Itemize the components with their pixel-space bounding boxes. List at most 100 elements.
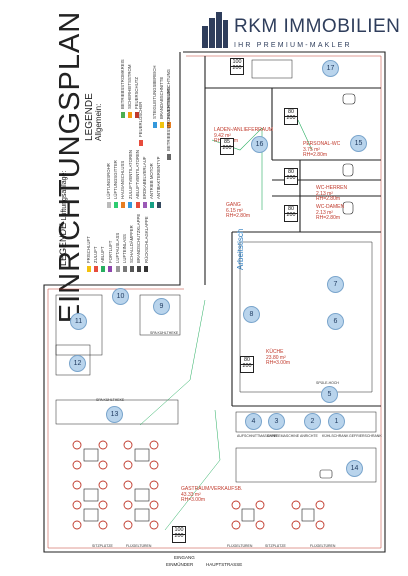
entrance-label: EINGANG bbox=[174, 555, 195, 560]
counter-row bbox=[235, 447, 377, 483]
chair bbox=[98, 520, 108, 530]
room-height: RH=3.00m bbox=[266, 360, 291, 367]
tag-counter-2: KAFFEEMASCHINE bbox=[267, 434, 300, 438]
door-height: 200 bbox=[232, 65, 242, 72]
door-width: 80 bbox=[244, 357, 250, 363]
item-badge-14: 14 bbox=[346, 460, 363, 477]
room-name: GANG bbox=[226, 202, 241, 208]
room-name: WC-HERREN bbox=[316, 185, 348, 191]
entrance-label-2: EINMÜNDER bbox=[166, 562, 194, 567]
item-badge-6: 6 bbox=[327, 313, 344, 330]
tag-bottom-5: FLÜGELTÜREN bbox=[310, 544, 336, 548]
room-wc-herren: WC-HERREN 2.13 m² RH=2.80m bbox=[316, 185, 348, 203]
room-area: 6.15 m² bbox=[226, 207, 243, 214]
brand-name: RKM IMMOBILIEN bbox=[234, 16, 401, 37]
room-kueche: KÜCHE 23.80 m² RH=3.00m bbox=[266, 349, 291, 367]
chair bbox=[231, 500, 241, 510]
chair bbox=[123, 500, 133, 510]
chair bbox=[149, 480, 159, 490]
room-height: RH=2.80m bbox=[316, 215, 341, 222]
street-label: HAUPTSTRASSE bbox=[206, 562, 243, 567]
room-wc-damen: WC-DAMEN 2.13 m² RH=2.80m bbox=[316, 204, 344, 222]
door-height: 200 bbox=[222, 145, 232, 152]
table bbox=[241, 508, 255, 522]
chair bbox=[72, 440, 82, 450]
chair bbox=[149, 520, 159, 530]
item-badge-13: 13 bbox=[106, 406, 123, 423]
item-badge-1: 1 bbox=[328, 413, 345, 430]
door-height: 200 bbox=[286, 212, 296, 219]
room-area: 23.80 m² bbox=[266, 354, 286, 361]
chair bbox=[315, 520, 325, 530]
chair bbox=[123, 520, 133, 530]
tag-bottom-2: FLÜGELTÜREN bbox=[126, 544, 152, 548]
room-name: LADEN-/ANLIEFERRAUM bbox=[214, 127, 273, 133]
route-line bbox=[139, 299, 206, 426]
chair bbox=[255, 500, 265, 510]
door-width: 80 bbox=[288, 109, 294, 115]
item-badge-5: 5 bbox=[321, 386, 338, 403]
room-gastraum: GASTRAUM/VERKAUFSB. 43.33 m² RH=3.00m bbox=[181, 486, 242, 504]
tag-counter-3: ANRICHTE bbox=[300, 434, 318, 438]
toilet bbox=[342, 93, 356, 105]
room-area: 2.13 m² bbox=[316, 190, 333, 197]
chair bbox=[149, 500, 159, 510]
chair bbox=[315, 500, 325, 510]
room-gang: GANG 6.15 m² RH=2.80m bbox=[226, 202, 251, 220]
chair bbox=[98, 480, 108, 490]
chair bbox=[72, 460, 82, 470]
shelf bbox=[251, 59, 293, 79]
room-height: RH=2.80m bbox=[303, 152, 328, 159]
counter bbox=[55, 344, 91, 376]
toilet bbox=[342, 163, 354, 177]
room-area: 9.42 m² bbox=[214, 132, 231, 139]
tag-counter-1: AUFSCHNITTMASCHINE bbox=[237, 434, 278, 438]
table bbox=[83, 488, 99, 502]
item-badge-4: 4 bbox=[245, 413, 262, 430]
door-height: 200 bbox=[286, 115, 296, 122]
table bbox=[134, 488, 150, 502]
room-height: RH=2.80m bbox=[226, 213, 251, 220]
door-width: 100 bbox=[174, 527, 184, 533]
room-area: 3.75 m² bbox=[303, 146, 320, 153]
route-line bbox=[164, 409, 221, 531]
room-name: PERSONAL-WC bbox=[303, 141, 341, 147]
chair bbox=[98, 460, 108, 470]
chair bbox=[149, 440, 159, 450]
chair bbox=[98, 500, 108, 510]
item-badge-9: 9 bbox=[153, 298, 170, 315]
item-badge-2: 2 bbox=[304, 413, 321, 430]
item-badge-12: 12 bbox=[69, 355, 86, 372]
chair bbox=[291, 500, 301, 510]
chair bbox=[98, 440, 108, 450]
chair bbox=[72, 500, 82, 510]
chair bbox=[291, 520, 301, 530]
house-logo-icon bbox=[202, 12, 228, 48]
tag-counter-5: GEFRIERSCHRANK bbox=[349, 434, 382, 438]
table bbox=[83, 508, 99, 522]
room-height: RH=3.00m bbox=[181, 497, 206, 504]
tag-kuehltheke-9: SPA KÜHLTHEKE bbox=[150, 331, 179, 335]
table bbox=[83, 448, 99, 462]
arbeitstisch-label: Arbeitstisch bbox=[236, 228, 245, 270]
door-width: 100 bbox=[232, 59, 242, 65]
room-area: 2.13 m² bbox=[316, 209, 333, 216]
tag-spuele: SPÜLE-HOCH bbox=[316, 381, 339, 385]
room-personal-wc: PERSONAL-WC 3.75 m² RH=2.80m bbox=[303, 141, 341, 159]
chair bbox=[123, 460, 133, 470]
item-badge-8: 8 bbox=[243, 306, 260, 323]
vent-line bbox=[297, 119, 313, 151]
kitchen-inner bbox=[239, 241, 373, 393]
counter bbox=[139, 294, 181, 336]
chair bbox=[72, 480, 82, 490]
room-height: RH=2.80m bbox=[316, 196, 341, 203]
door-width: 80 bbox=[288, 169, 294, 175]
toilet bbox=[342, 201, 354, 215]
table bbox=[134, 448, 150, 462]
table bbox=[301, 508, 315, 522]
tag-bottom-4: SITZPLÄTZE bbox=[265, 544, 286, 548]
